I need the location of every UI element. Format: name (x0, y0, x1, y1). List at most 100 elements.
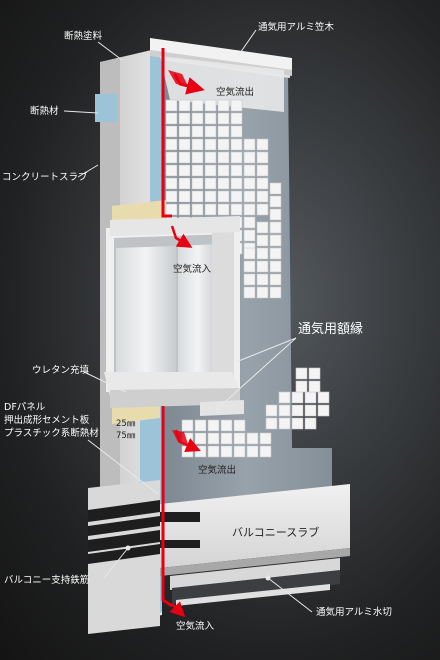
tile (165, 190, 178, 203)
tile (269, 273, 282, 286)
tile (191, 164, 204, 177)
tile (269, 208, 282, 221)
tile (217, 151, 230, 164)
tile (269, 221, 282, 234)
tile (269, 247, 282, 260)
tile (191, 138, 204, 151)
tile (204, 190, 217, 203)
tile (230, 177, 243, 190)
tile (291, 417, 304, 430)
tile (178, 177, 191, 190)
tile (204, 138, 217, 151)
tile (217, 125, 230, 138)
label-balcony-slab: バルコニースラブ (232, 526, 320, 539)
tile (269, 260, 282, 273)
tile (246, 445, 259, 458)
tile (265, 417, 278, 430)
label-air-inflow-mid: 空気流入 (173, 264, 212, 275)
tile (204, 164, 217, 177)
tile (204, 177, 217, 190)
tile (308, 380, 321, 393)
tile (165, 138, 178, 151)
label-vent-frame: 通気用額縁 (298, 322, 364, 337)
tile (304, 391, 317, 404)
label-insulation-material: 断熱材 (30, 106, 59, 117)
tile (178, 164, 191, 177)
label-aluminum-coping: 通気用アルミ笠木 (258, 22, 334, 33)
tile (233, 419, 246, 432)
tile (204, 99, 217, 112)
tile (295, 380, 308, 393)
tile (191, 177, 204, 190)
tile (256, 260, 269, 273)
label-df-panel: DFパネル (4, 402, 46, 413)
label-concrete-slab: コンクリートスラブ (2, 172, 88, 183)
tile (217, 99, 230, 112)
label-insulation-paint: 断熱塗料 (64, 31, 103, 42)
tile (256, 273, 269, 286)
tile (291, 404, 304, 417)
tile (217, 190, 230, 203)
tile (165, 125, 178, 138)
tile (243, 216, 256, 229)
tile (230, 190, 243, 203)
tile (278, 404, 291, 417)
tile (178, 151, 191, 164)
tile (194, 419, 207, 432)
tile (178, 125, 191, 138)
tile (230, 99, 243, 112)
tile (243, 164, 256, 177)
tile (278, 417, 291, 430)
tile (220, 432, 233, 445)
balcony-slab (160, 484, 350, 606)
window-frame (104, 222, 244, 416)
tile (243, 203, 256, 216)
tile (308, 367, 321, 380)
tile (243, 286, 256, 299)
label-air-outflow-low: 空気流出 (198, 465, 237, 476)
tile (165, 177, 178, 190)
tile (191, 112, 204, 125)
tile (230, 125, 243, 138)
tile (269, 234, 282, 247)
tile (204, 151, 217, 164)
tile (256, 221, 269, 234)
tile (217, 138, 230, 151)
tile (194, 445, 207, 458)
tile (317, 391, 330, 404)
tile (259, 445, 272, 458)
label-dim-75: 75㎜ (116, 431, 136, 441)
tile (204, 125, 217, 138)
tile (230, 164, 243, 177)
tile (217, 164, 230, 177)
label-aluminum-drip: 通気用アルミ水切 (316, 607, 392, 618)
leader-lines (63, 29, 313, 613)
tile (243, 177, 256, 190)
tile (243, 273, 256, 286)
tile (207, 445, 220, 458)
tile (269, 195, 282, 208)
tile (178, 112, 191, 125)
tile (256, 203, 269, 216)
label-air-inflow-bottom: 空気流入 (176, 621, 215, 632)
tile (269, 286, 282, 299)
airflow-path (161, 48, 205, 618)
tile (165, 151, 178, 164)
tile (191, 203, 204, 216)
tile (230, 138, 243, 151)
tile (207, 432, 220, 445)
tile (230, 203, 243, 216)
tile (181, 419, 194, 432)
label-extruded-cement-board: 押出成形セメント板 (4, 415, 90, 426)
tile (178, 138, 191, 151)
aluminum-coping (150, 38, 292, 112)
tile (291, 391, 304, 404)
tile (256, 164, 269, 177)
tile (243, 247, 256, 260)
tile (204, 112, 217, 125)
mid-ledge (110, 216, 240, 236)
label-dim-25: 25㎜ (116, 419, 136, 429)
tile (217, 203, 230, 216)
